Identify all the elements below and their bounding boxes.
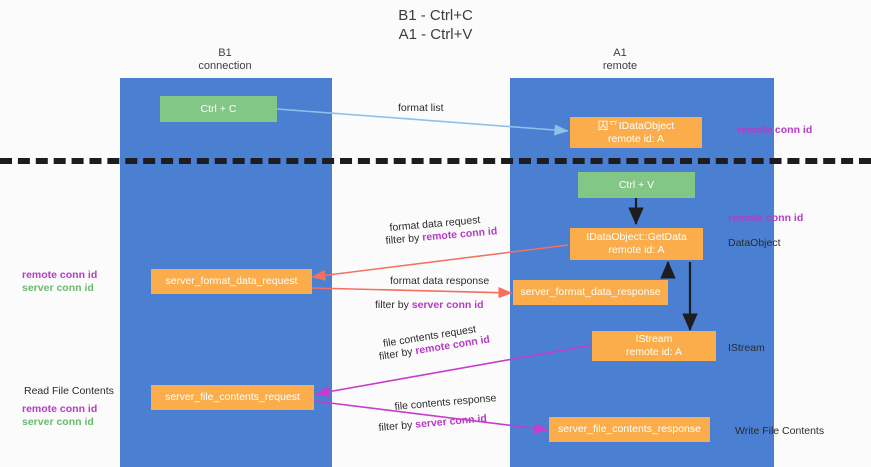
node-istream-line-2: remote id: A	[625, 346, 683, 358]
note-left-read-file-contents: Read File Contents	[24, 385, 114, 397]
node-server-file-contents-request-label: server_file_contents_request	[165, 391, 300, 403]
node-server-format-data-request[interactable]: server_format_data_request	[151, 269, 312, 294]
note-left-server-conn-id-bot: server conn id	[22, 416, 94, 428]
lane-header-a1-name: A1	[613, 47, 627, 59]
lane-header-b1-name: B1	[218, 47, 232, 59]
lane-header-b1: B1 connection	[160, 47, 290, 73]
node-ctrl-v-line-1: Ctrl + V	[618, 178, 655, 191]
filter-prefix: filter by	[385, 231, 423, 247]
note-left-server-conn-id-mid: server conn id	[22, 282, 94, 294]
node-istream[interactable]: IStream remote id: A	[592, 331, 716, 361]
node-ctrl-c-line-1: Ctrl + C	[200, 102, 237, 115]
filter-prefix: filter by	[378, 418, 416, 434]
node-server-file-contents-request[interactable]: server_file_contents_request	[151, 385, 314, 410]
node-istream-line-1: IStream	[635, 333, 673, 345]
phase-divider	[0, 158, 871, 164]
note-right-remote-conn-id-top: remote conn id	[737, 124, 813, 136]
node-idataobject-remote-line-2: remote id: A	[607, 132, 665, 145]
node-server-format-data-response[interactable]: server_format_data_response	[513, 280, 668, 305]
node-server-file-contents-response-label: server_file_contents_response	[557, 423, 701, 435]
node-idataobject-getdata-line-1: IDataObject::GetData	[586, 231, 687, 243]
edge-label-file-contents-response: file contents response	[394, 392, 497, 413]
filter-key-server-conn-id: server conn id	[414, 412, 488, 431]
node-server-file-contents-response[interactable]: server_file_contents_response	[549, 417, 710, 442]
filter-prefix: filter by	[375, 299, 412, 311]
node-idataobject-remote[interactable]: 囚乊IDataObject remote id: A	[570, 117, 702, 148]
node-server-format-data-request-label: server_format_data_request	[165, 275, 298, 287]
page-title: B1 - Ctrl+C A1 - Ctrl+V	[0, 6, 871, 44]
node-server-format-data-response-label: server_format_data_response	[520, 286, 661, 298]
note-left-remote-conn-id-mid: remote conn id	[22, 269, 98, 281]
node-ctrl-c[interactable]: Ctrl + C	[160, 96, 277, 122]
edge-label-format-data-response: format data response	[390, 275, 490, 287]
edge-label-format-data-response-filter: filter by server conn id	[375, 298, 484, 312]
edge-label-file-contents-response-filter: filter by server conn id	[378, 412, 487, 435]
edge-label-format-list: format list	[398, 102, 444, 114]
lane-header-a1-sub: remote	[602, 60, 638, 72]
title-line-1: B1 - Ctrl+C	[398, 7, 473, 24]
lane-header-b1-sub: connection	[198, 60, 252, 72]
note-right-write-file-contents: Write File Contents	[735, 425, 825, 437]
note-right-dataobject: DataObject	[728, 237, 781, 249]
node-idataobject-getdata[interactable]: IDataObject::GetData remote id: A	[570, 228, 703, 260]
note-left-remote-conn-id-bot: remote conn id	[22, 403, 98, 415]
filter-key-server-conn-id: server conn id	[411, 299, 484, 311]
note-right-istream: IStream	[728, 342, 765, 354]
title-line-2: A1 - Ctrl+V	[398, 26, 473, 43]
node-idataobject-remote-line-1: 囚乊IDataObject	[597, 119, 675, 132]
node-ctrl-v[interactable]: Ctrl + V	[578, 172, 695, 198]
note-right-remote-conn-id-mid: remote conn id	[728, 212, 804, 224]
node-idataobject-getdata-line-2: remote id: A	[608, 244, 665, 256]
lane-header-a1: A1 remote	[555, 47, 685, 73]
